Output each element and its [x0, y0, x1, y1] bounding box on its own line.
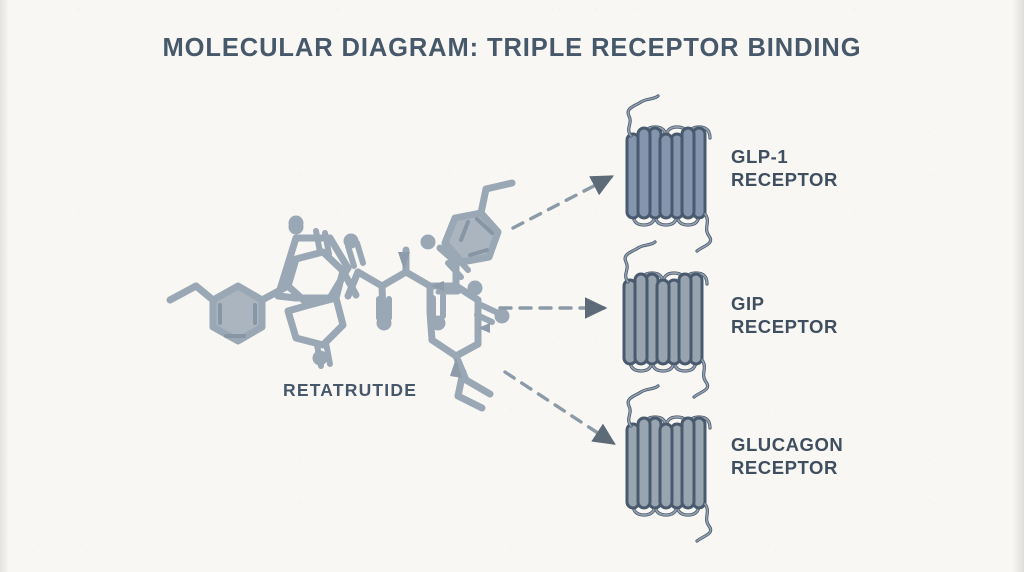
- molecule-wedges: [398, 252, 490, 378]
- molecule-left-detail: [274, 234, 352, 302]
- binding-arrows: [498, 175, 616, 445]
- receptor-icon-glucagon[interactable]: [625, 384, 713, 543]
- molecule-right-aryl: [441, 179, 516, 266]
- receptor-icon-glp1[interactable]: [625, 94, 713, 253]
- arrow-to-glp1: [511, 175, 615, 230]
- page-title: MOLECULAR DIAGRAM: TRIPLE RECEPTOR BINDI…: [162, 34, 862, 62]
- receptor-label-glp1: GLP-1 RECEPTOR: [731, 146, 838, 190]
- receptor-label-glucagon: GLUCAGON RECEPTOR: [731, 434, 844, 478]
- receptor-icon-gip[interactable]: [622, 240, 710, 399]
- molecule-atoms: [343, 233, 510, 331]
- receptor-label-gip: GIP RECEPTOR: [731, 293, 838, 337]
- arrow-to-glucagon: [503, 370, 616, 445]
- molecule-atoms-left: [288, 219, 328, 366]
- molecule-bottom-tail: [454, 368, 486, 412]
- molecule-label: RETATRUTIDE: [283, 380, 418, 400]
